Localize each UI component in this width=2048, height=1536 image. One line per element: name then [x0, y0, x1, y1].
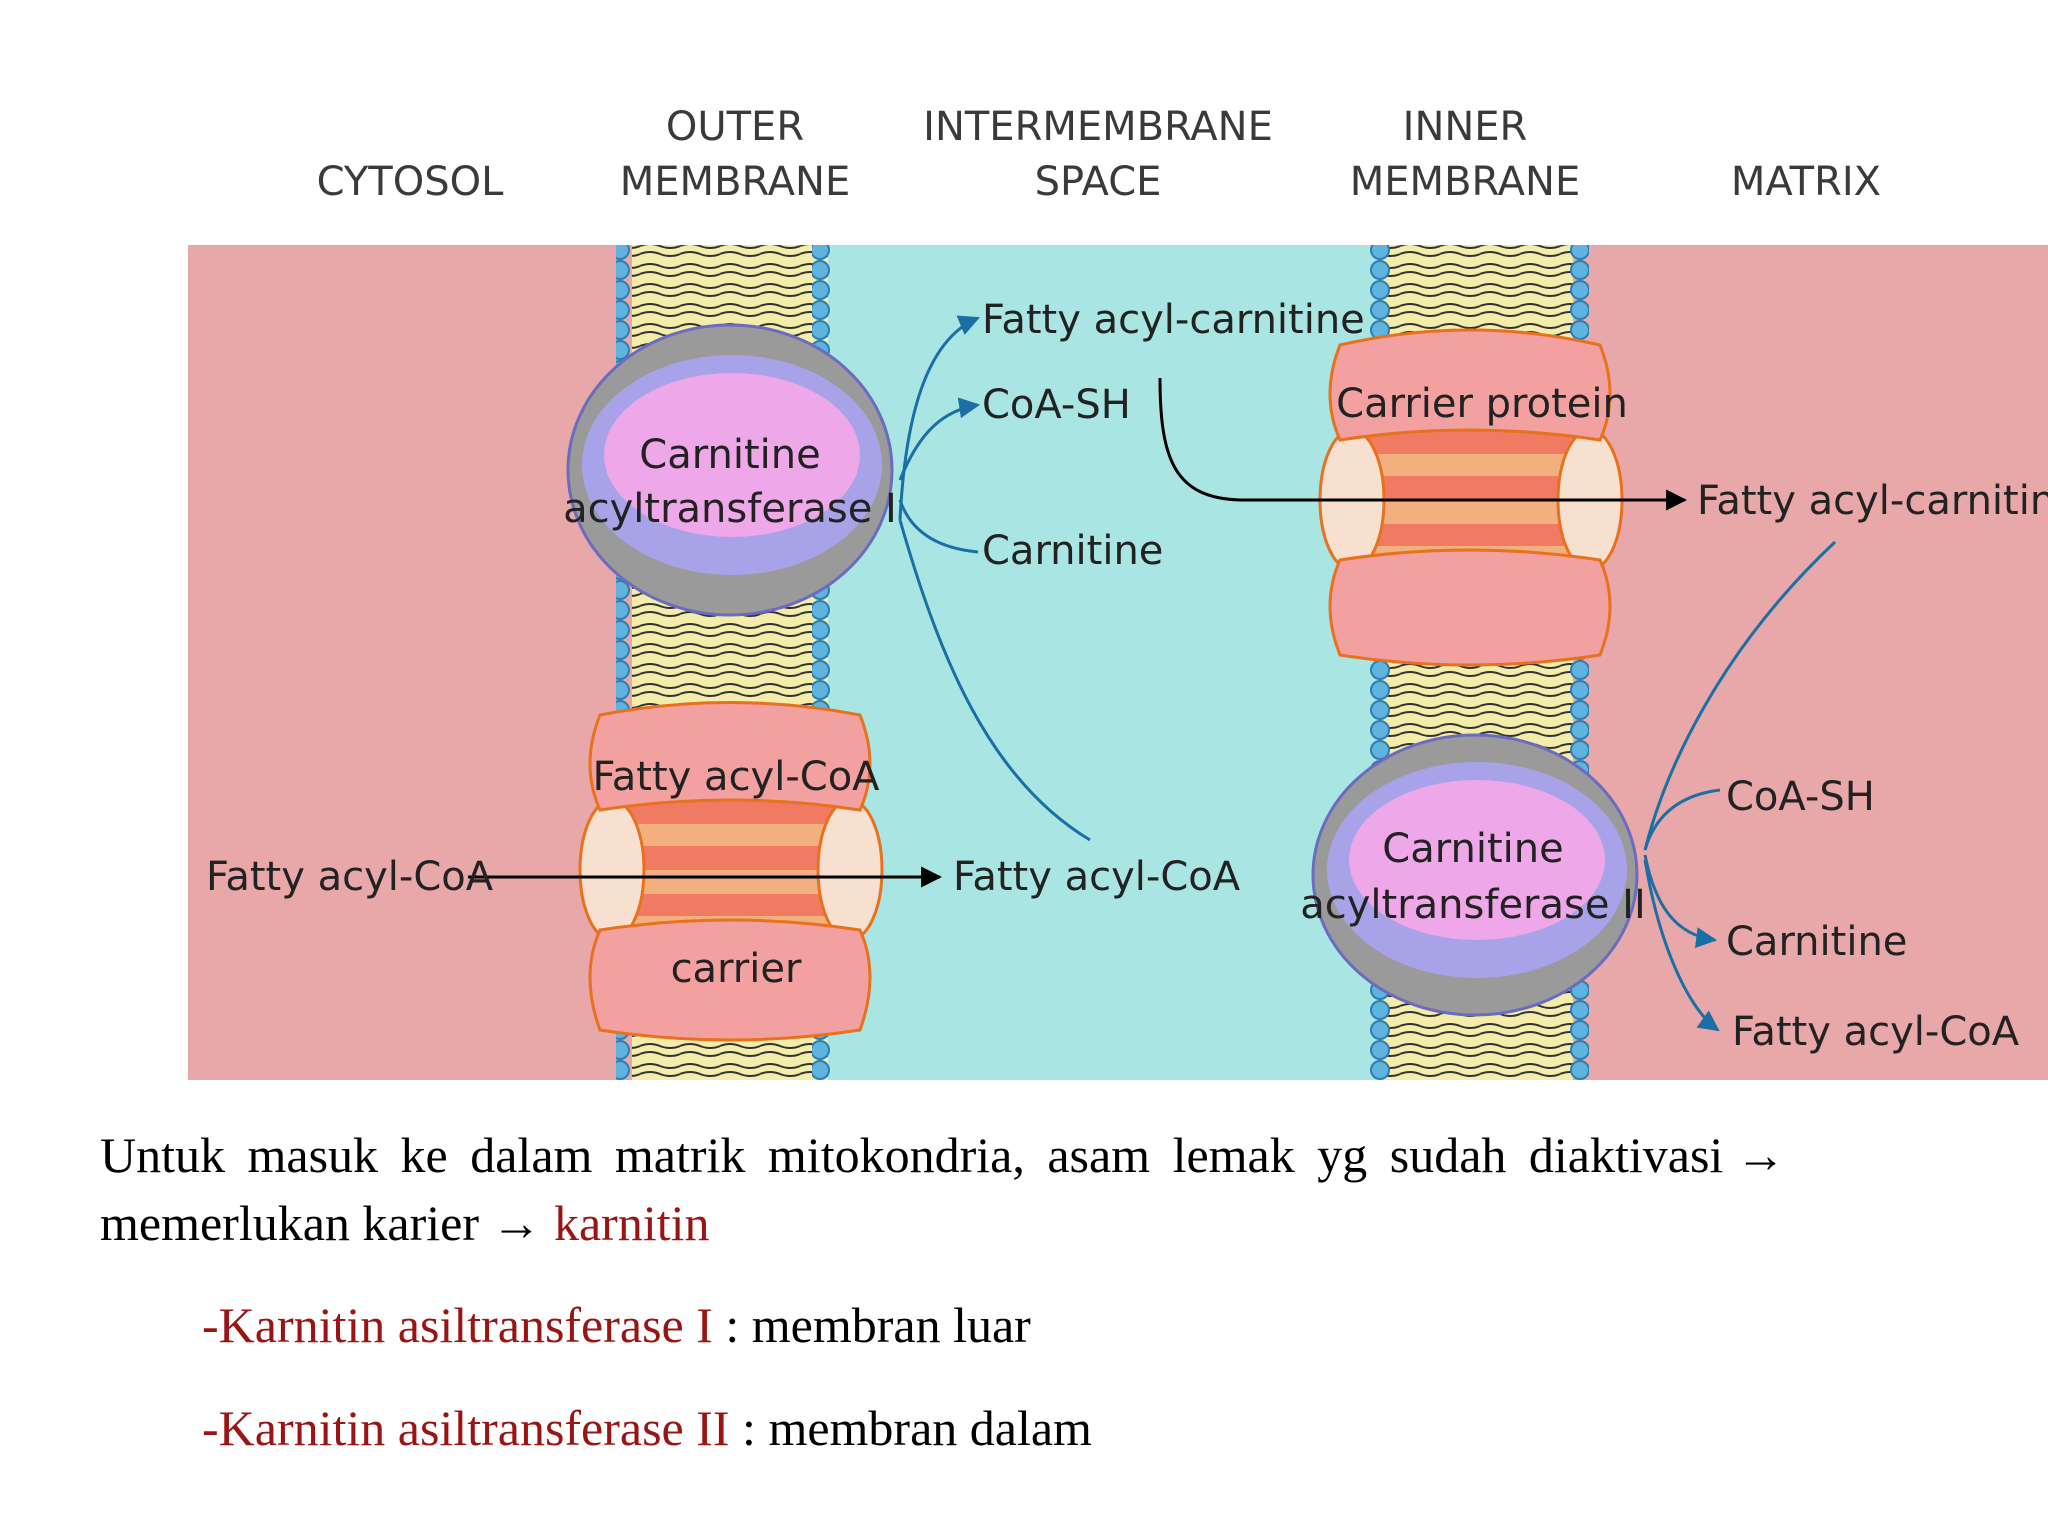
ims-fatty-acyl-coa-label: Fatty acyl-CoA [953, 854, 1241, 900]
header-matrix: MATRIX [1731, 159, 1881, 205]
carnitine-acyltransferase-ii [1311, 733, 1639, 1017]
header-inner-line1: INNER [1403, 104, 1528, 150]
cat2-label-line1: Carnitine [1382, 826, 1563, 872]
cytosol-fatty-acyl-coa-label: Fatty acyl-CoA [206, 854, 494, 900]
cat1-to-fatty-acyl-carnitine-arrow [898, 315, 980, 521]
cat1-location: : membran luar [712, 1297, 1031, 1353]
cat1-to-coa-sh-arrow [898, 397, 981, 481]
arrow-icon: → [1735, 1127, 1786, 1183]
header-cytosol: CYTOSOL [317, 159, 504, 205]
header-inner-line2: MEMBRANE [1350, 159, 1580, 205]
ims-to-matrix-arrow [1158, 377, 1688, 511]
cat1-label-line1: Carnitine [639, 432, 820, 478]
outer-carrier-top-label: Fatty acyl-CoA [592, 754, 880, 800]
ims-fatty-acyl-carnitine-label: Fatty acyl-carnitine [982, 297, 1365, 343]
matrix-coa-sh-label: CoA-SH [1726, 774, 1875, 820]
cat1-substrate-arrow [898, 519, 1091, 842]
karnitin-term: karnitin [553, 1195, 710, 1251]
ims-coa-sh-label: CoA-SH [982, 382, 1131, 428]
cat1-term: -Karnitin asiltransferase I [202, 1297, 713, 1353]
inner-carrier-label: Carrier protein [1336, 381, 1628, 427]
header-outer-line2: MEMBRANE [620, 159, 850, 205]
cat2-to-fatty-acyl-coa-arrow [1643, 859, 1720, 1032]
outer-carrier-bottom-label: carrier [671, 946, 802, 992]
carnitine-acyltransferase-i [566, 323, 894, 617]
matrix-carnitine-label: Carnitine [1726, 919, 1907, 965]
header-inter-line2: SPACE [1035, 159, 1162, 205]
caption-item-2: -Karnitin asiltransferase II : membran d… [202, 1393, 1092, 1463]
ims-carnitine-label: Carnitine [982, 528, 1163, 574]
cytosol-region [188, 245, 638, 1080]
caption-line-2: memerlukan karier → karnitin [100, 1188, 710, 1258]
arrow-icon: → [491, 1195, 542, 1251]
coa-sh-to-cat2-arrow [1643, 788, 1721, 851]
cat1-label-line2: acyltransferase I [563, 486, 897, 532]
header-outer-line1: OUTER [666, 104, 804, 150]
caption-line-2-text: memerlukan karier [100, 1195, 479, 1251]
caption-item-1: -Karnitin asiltransferase I : membran lu… [202, 1290, 1031, 1360]
matrix-fatty-acyl-coa-label: Fatty acyl-CoA [1732, 1009, 2020, 1055]
matrix-fatty-acyl-carnitine-label: Fatty acyl-carnitine [1697, 478, 2048, 524]
cat2-label-line2: acyltransferase II [1300, 882, 1646, 928]
cat2-location: : membran dalam [729, 1400, 1092, 1456]
cat2-substrate-arrow [1643, 540, 1837, 851]
carnitine-to-cat1-arrow [898, 499, 979, 554]
cat2-to-carnitine-arrow [1643, 854, 1718, 949]
caption-line-1-text: Untuk masuk ke dalam matrik mitokondria,… [100, 1127, 1724, 1183]
caption-line-1: Untuk masuk ke dalam matrik mitokondria,… [100, 1120, 1786, 1190]
header-inter-line1: INTERMEMBRANE [923, 104, 1273, 150]
fatty-acyl-coa-carrier [578, 701, 884, 1042]
cat2-term: -Karnitin asiltransferase II [202, 1400, 730, 1456]
